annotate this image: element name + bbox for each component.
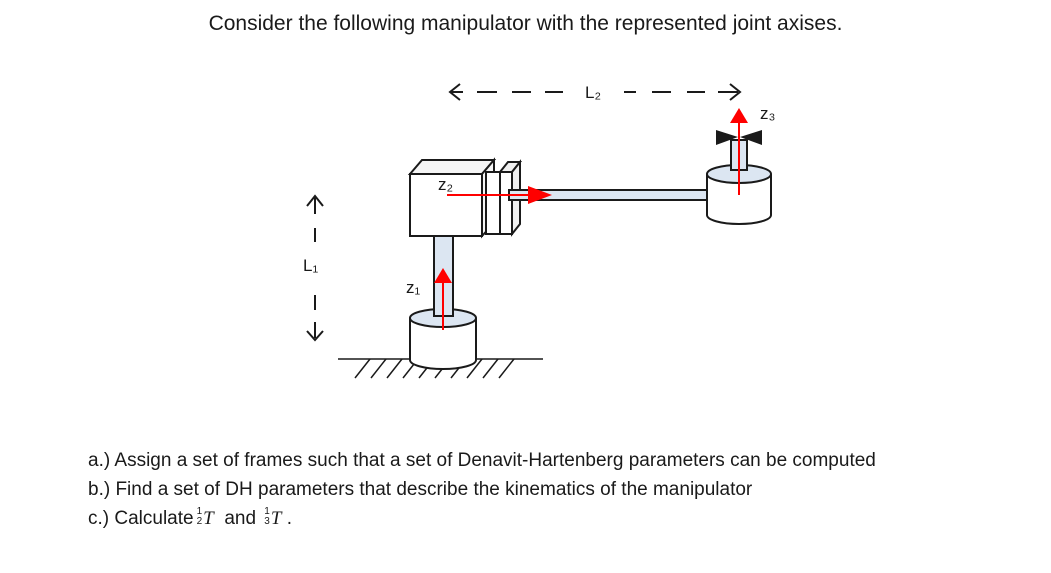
z2-axis-arrow (447, 186, 552, 204)
frac1-numerator: 1 (196, 505, 203, 517)
z1-axis-arrow (434, 268, 452, 330)
problem-title: Consider the following manipulator with … (208, 12, 843, 35)
questions: a.) Assign a set of frames such that a s… (88, 446, 876, 533)
question-c-suffix: . (286, 508, 292, 529)
l1-label: L₁ (303, 256, 318, 275)
frac1-denominator: 2 (196, 515, 203, 527)
l2-label: L₂ (585, 83, 601, 102)
question-a: a.) Assign a set of frames such that a s… (88, 450, 876, 471)
z2-label: z₂ (438, 175, 453, 194)
z3-axis-arrow (730, 108, 748, 195)
z3-label: z₃ (760, 104, 775, 123)
gripper (716, 130, 762, 145)
question-b: b.) Find a set of DH parameters that des… (88, 479, 753, 500)
l2-dimension-arrow (448, 83, 742, 101)
base-cylinder (409, 308, 477, 370)
question-c-prefix: c.) Calculate (88, 508, 194, 529)
question-c-and: and (224, 508, 257, 529)
l1-dimension-arrow (306, 194, 324, 342)
manipulator-diagram: L₁ L₂ (303, 83, 775, 379)
z1-label: z₁ (406, 278, 421, 297)
transform-symbol-2: T (270, 508, 282, 529)
joint2-cube (407, 157, 497, 239)
frac2-denominator: 3 (264, 515, 270, 527)
frac2-numerator: 1 (264, 505, 270, 517)
transform-symbol-1: T (203, 508, 214, 529)
